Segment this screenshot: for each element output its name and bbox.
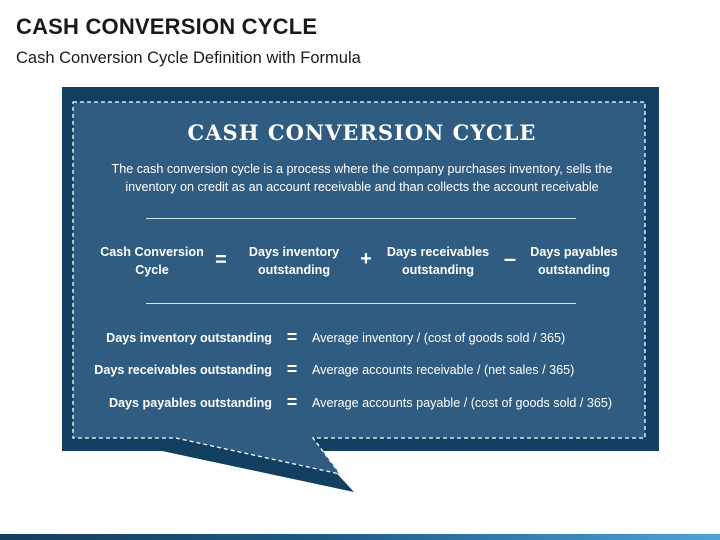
card-description: The cash conversion cycle is a process w… [111,162,613,194]
slide-subtitle: Cash Conversion Cycle Definition with Fo… [16,49,361,67]
equation-plus-sign: + [360,248,372,270]
definition-formula: Average accounts receivable / (net sales… [312,363,575,377]
speech-bubble-dashed-border [72,101,646,476]
definition-equals-sign: = [286,359,298,379]
definition-equals-sign: = [286,327,298,347]
definition-equals-sign: = [286,392,298,412]
equation-result: Cash Conversion Cycle [100,245,204,277]
divider-top [146,218,576,219]
equation-term-payables: Days payables outstanding [530,245,618,277]
equation-term-receivables: Days receivables outstanding [386,245,490,277]
equation-term-inventory: Days inventory outstanding [248,245,340,277]
equation-minus-sign: – [503,246,517,271]
bottom-accent-bar [0,534,720,540]
divider-bottom [146,303,576,304]
speech-bubble-inner [73,102,645,474]
slide-title: CASH CONVERSION CYCLE [16,14,318,39]
definition-label: Days payables outstanding [108,396,272,410]
definition-formula: Average inventory / (cost of goods sold … [312,331,566,345]
card-title: CASH CONVERSION CYCLE [187,120,537,145]
equation-equals-sign: = [215,249,227,271]
definition-formula: Average accounts payable / (cost of good… [312,396,613,410]
definition-label: Days inventory outstanding [106,331,272,345]
definition-label: Days receivables outstanding [94,363,272,377]
